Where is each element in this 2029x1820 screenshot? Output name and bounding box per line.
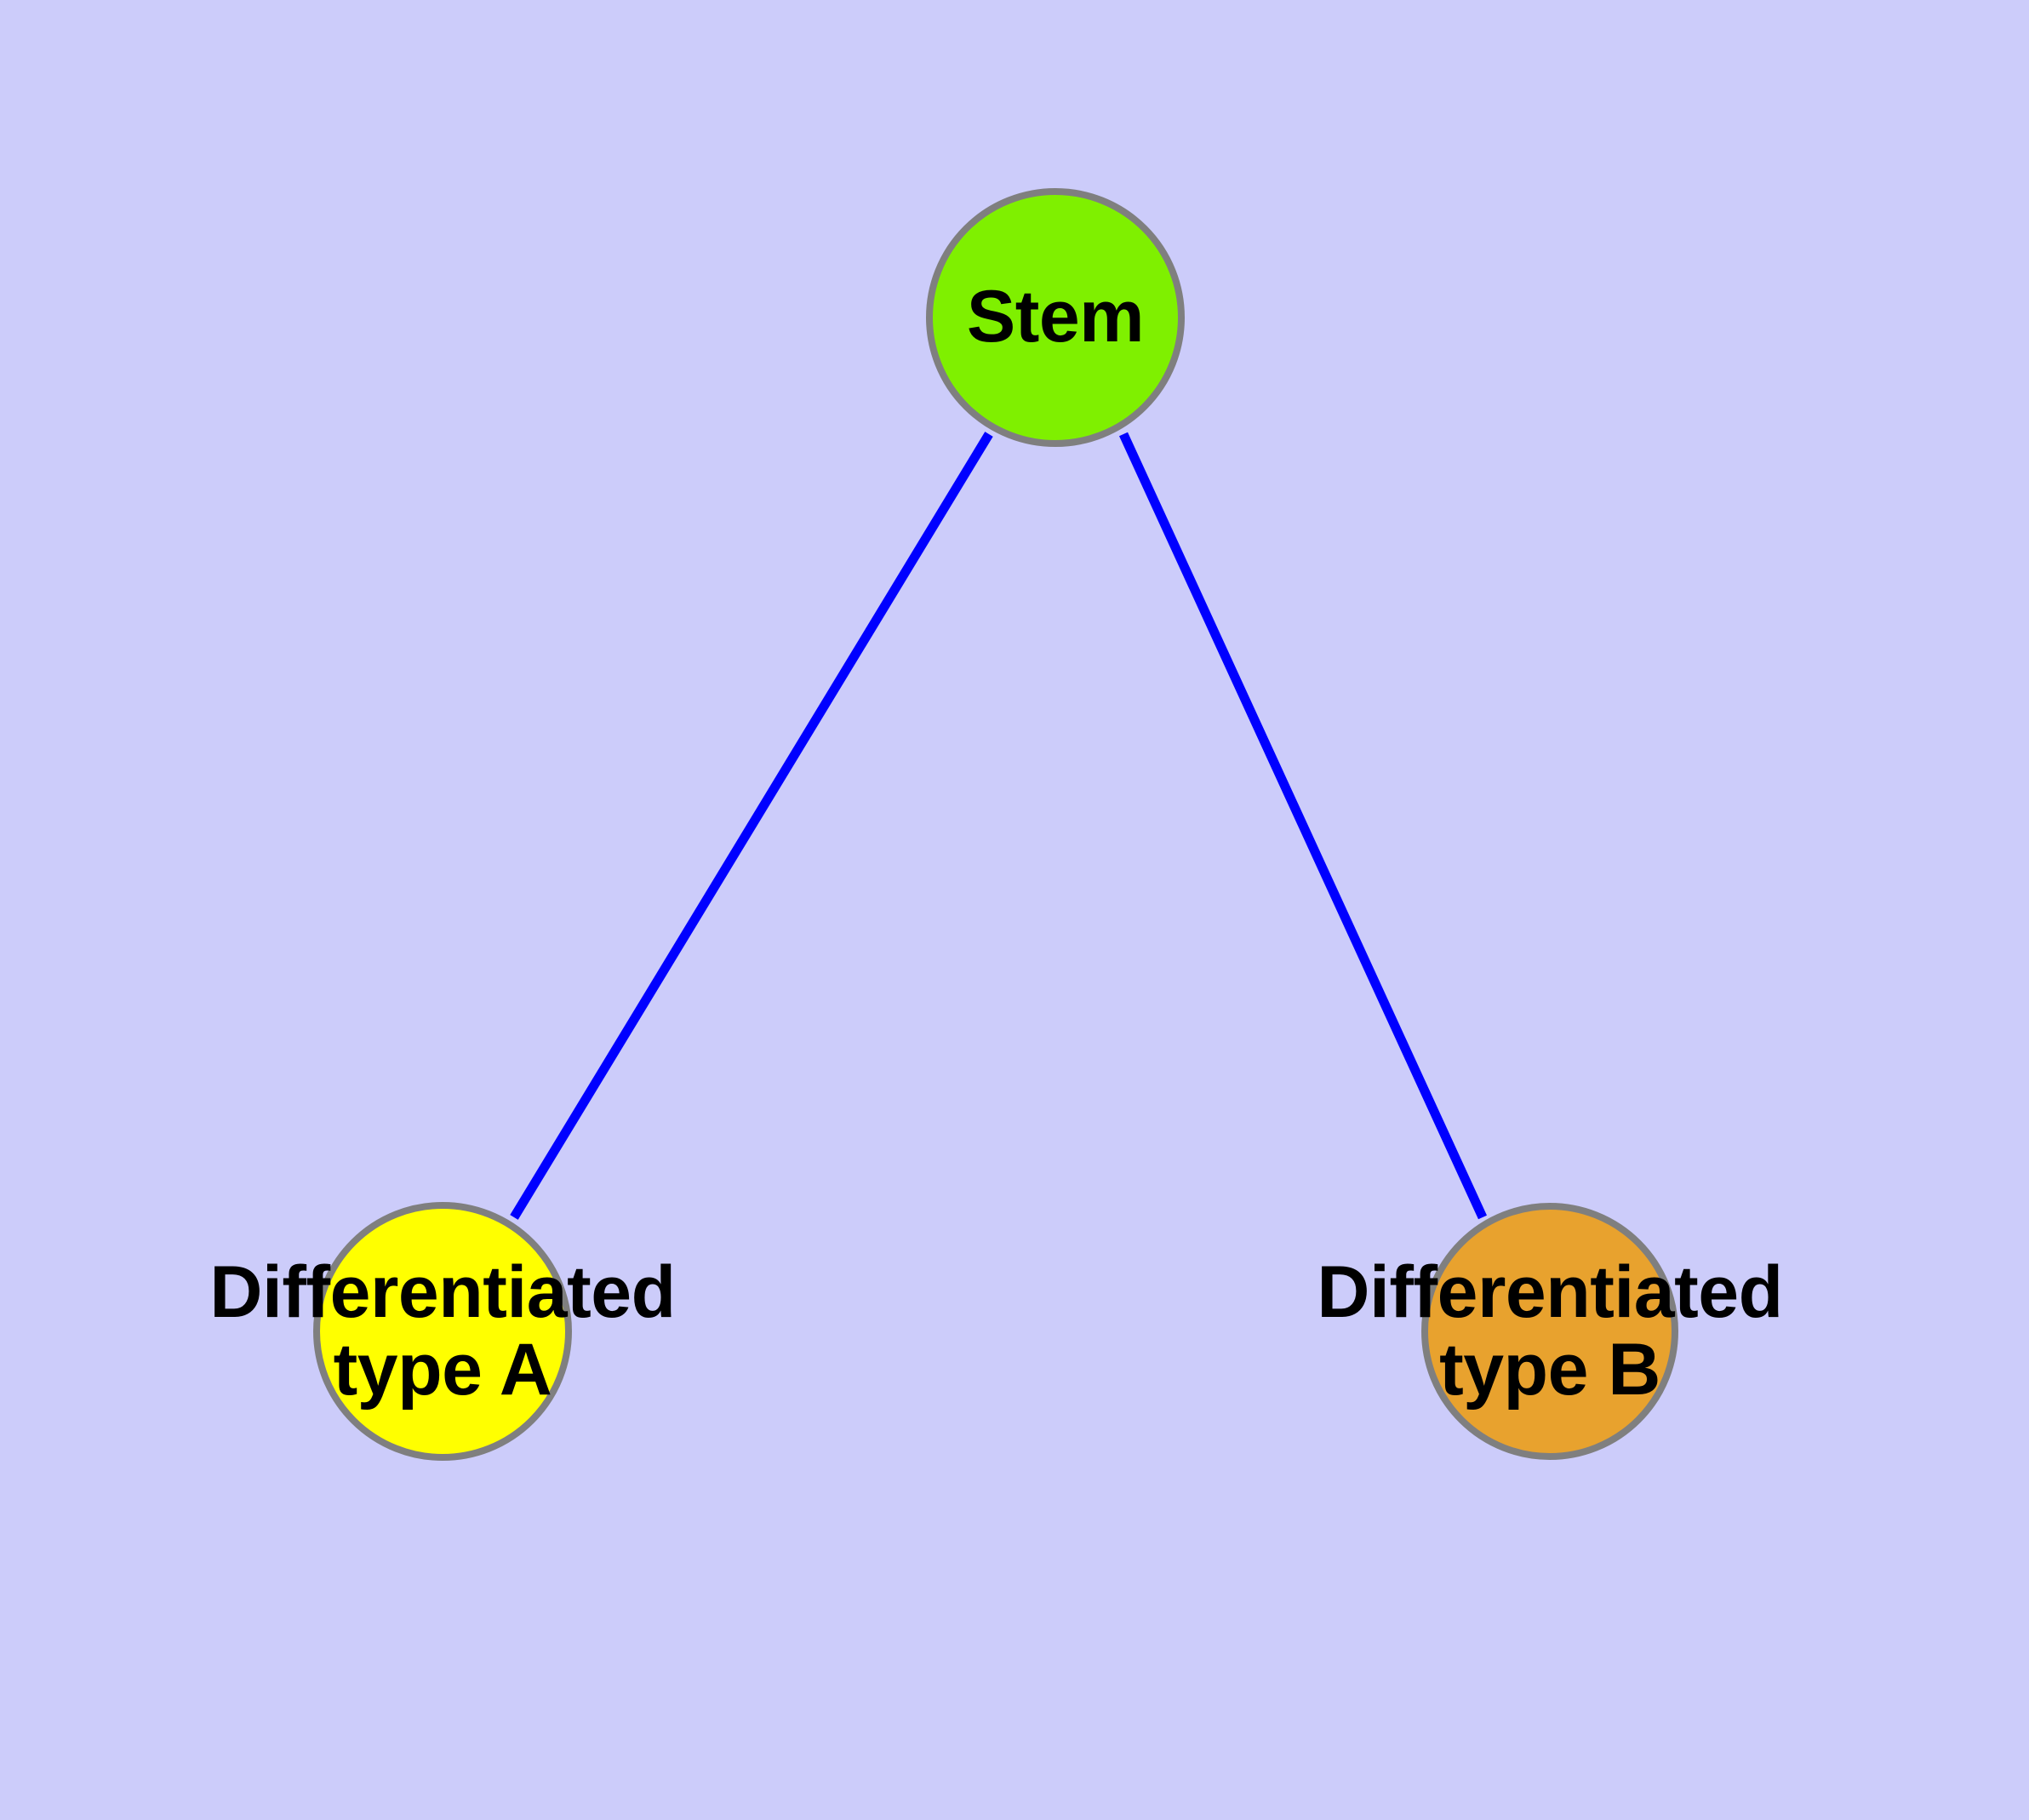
edge-stem-to-diff-a	[510, 432, 993, 1220]
node-differentiated-type-a[interactable]	[313, 1202, 572, 1461]
node-differentiated-type-b[interactable]	[1421, 1203, 1678, 1460]
edge-stem-to-diff-b	[1119, 432, 1487, 1220]
node-stem[interactable]	[926, 188, 1185, 447]
